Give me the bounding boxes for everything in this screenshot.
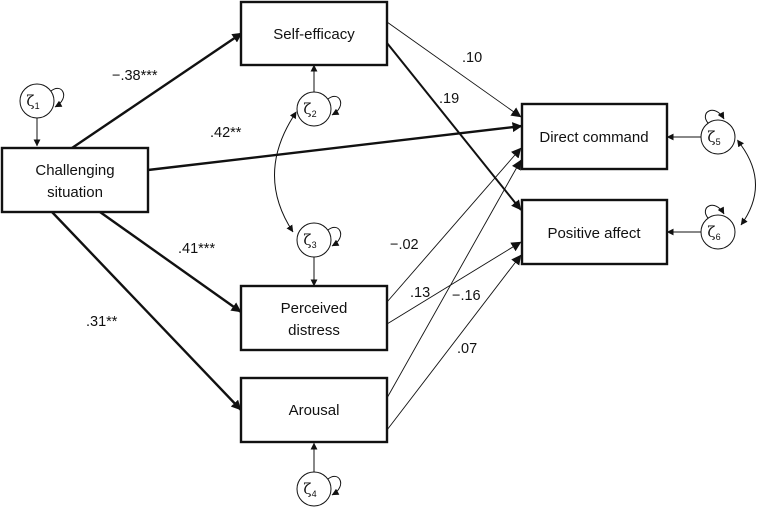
path-line-ar-pa [386,254,522,431]
path-line-pd-pa [386,241,522,325]
node-label-line1: Perceived [281,300,348,317]
coef-ar-dc: −.16 [452,288,481,304]
svg-text:ζ1: ζ1 [26,92,39,111]
node-positive-affect: Positive affect [520,198,669,266]
zeta-subscript: 1 [35,101,40,111]
covariance-z5-z6 [737,139,756,226]
coef-ch-dc: .42** [210,125,242,141]
node-self-efficacy: Self-efficacy [239,0,389,67]
node-perceived-distress: Perceived distress [239,284,389,352]
node-label: Direct command [539,129,648,146]
coef-se-pa: .19 [439,91,459,107]
node-challenging-situation: Challenging situation [0,146,150,214]
path-line-ch-dc [147,122,523,172]
zeta-subscript: 4 [312,489,317,499]
disturbance-z4: ζ4 [296,471,342,507]
coef-ch-pd: .41*** [178,241,215,257]
zeta-subscript: 3 [312,240,317,250]
node-direct-command: Direct command [520,102,669,171]
svg-text:ζ5: ζ5 [707,128,720,147]
covariance-z2-z3 [274,111,297,233]
disturbance-z5: ζ5 [700,109,736,155]
disturbance-z1: ζ1 [19,83,65,119]
node-label-line2: distress [288,322,340,339]
zeta-symbol: ζ [26,92,34,110]
svg-text:ζ6: ζ6 [707,223,720,242]
path-line-ch-pd [99,211,242,313]
path-line-ch-ar [51,211,242,411]
coef-se-dc: .10 [462,50,482,66]
path-line-pd-dc [386,147,522,303]
zeta-symbol: ζ [707,223,715,241]
node-label: Arousal [289,402,340,419]
node-label-line2: situation [47,184,103,201]
zeta-subscript: 6 [716,232,721,242]
zeta-symbol: ζ [303,231,311,249]
coef-ar-pa: .07 [457,341,477,357]
zeta-symbol: ζ [707,128,715,146]
svg-text:ζ3: ζ3 [303,231,316,250]
path-line-se-pa [386,42,522,211]
zeta-symbol: ζ [303,100,311,118]
svg-text:ζ4: ζ4 [303,480,316,499]
path-line-ar-dc [386,159,522,399]
node-label: Positive affect [547,225,641,242]
zeta-subscript: 5 [716,137,721,147]
path-line-se-dc [386,21,522,118]
node-label-line1: Challenging [35,162,114,179]
disturbance-z2: ζ2 [296,91,342,127]
disturbance-z3: ζ3 [296,222,342,258]
zeta-subscript: 2 [312,109,317,119]
svg-text:ζ2: ζ2 [303,100,316,119]
coef-pd-pa: .13 [410,285,430,301]
path-line-ch-se [71,32,243,149]
node-label: Self-efficacy [273,26,355,43]
coef-pd-dc: −.02 [390,237,419,253]
coef-ch-ar: .31** [86,314,118,330]
coef-ch-se: −.38*** [112,68,158,84]
disturbance-z6: ζ6 [700,204,736,250]
node-arousal: Arousal [239,376,389,444]
zeta-symbol: ζ [303,480,311,498]
